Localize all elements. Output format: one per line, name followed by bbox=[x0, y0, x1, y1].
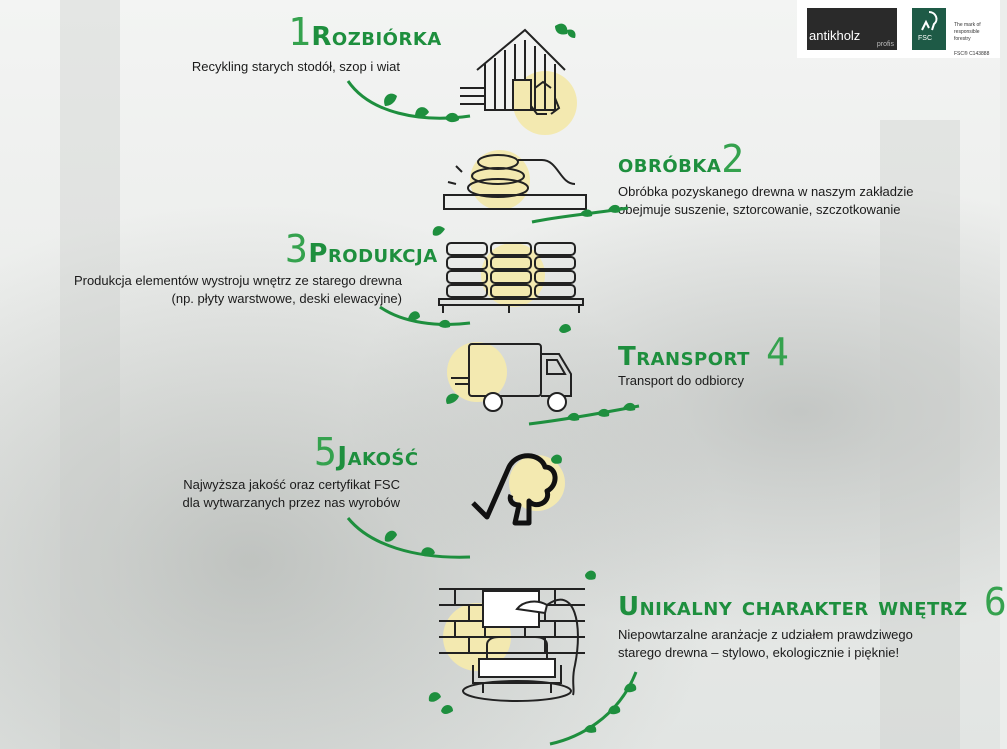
step-2-title-text: obróbka bbox=[618, 149, 722, 179]
step-1-description: Recykling starych stodół, szop i wiat bbox=[192, 58, 400, 76]
step-4-description: Transport do odbiorcy bbox=[618, 372, 744, 390]
antikholz-logo-text: antikholz bbox=[809, 28, 861, 43]
step-3-title-text: Produkcja bbox=[308, 239, 438, 269]
vine-decoration bbox=[379, 305, 471, 328]
interior-sofa-icon bbox=[428, 570, 596, 714]
step-5-number: 5 bbox=[314, 430, 338, 474]
step-1-title-text: Rozbiórka bbox=[311, 22, 442, 52]
step-5-description: Najwyższa jakość oraz certyfikat FSC dla… bbox=[183, 476, 400, 512]
step-2-number: 2 bbox=[721, 137, 745, 181]
fsc-logo: FSC bbox=[912, 8, 946, 50]
step-5-line-2: dla wytwarzanych przez nas wyrobów bbox=[182, 495, 400, 510]
step-1-line-1: Recykling starych stodół, szop i wiat bbox=[191, 59, 400, 74]
vine-decoration bbox=[531, 204, 629, 224]
step-2-description: Obróbka pozyskanego drewna w naszym zakł… bbox=[618, 183, 914, 219]
antikholz-logo-sub: profis bbox=[876, 41, 894, 48]
step-3-line-1: Produkcja elementów wystroju wnętrz ze s… bbox=[73, 273, 402, 288]
logo-panel: antikholz profis FSC The mark of respons… bbox=[797, 0, 1000, 58]
step-3-line-2: (np. płyty warstwowe, deski elewacyjne) bbox=[171, 291, 402, 306]
fsc-tree-icon bbox=[471, 453, 565, 526]
step-5-title-text: Jakość bbox=[337, 442, 419, 472]
pallet-planks-icon bbox=[432, 226, 584, 313]
antikholz-logo: antikholz profis bbox=[807, 8, 897, 50]
step-4-title-text: Transport bbox=[618, 342, 750, 372]
step-3-title: 3Produkcja bbox=[285, 227, 438, 271]
step-2-line-2: obejmuje suszenie, sztorcowanie, szczotk… bbox=[618, 202, 901, 217]
fsc-code: FSC® C143888 bbox=[954, 51, 990, 57]
step-1-number: 1 bbox=[288, 10, 312, 54]
step-4-number: 4 bbox=[766, 330, 790, 374]
sander-icon bbox=[443, 150, 587, 210]
step-5-title: 5Jakość bbox=[314, 430, 419, 474]
step-2-line-1: Obróbka pozyskanego drewna w naszym zakł… bbox=[618, 184, 914, 199]
step-2-title: obróbka2 bbox=[618, 137, 745, 181]
vine-decoration bbox=[528, 402, 640, 426]
fsc-tree-logo-icon bbox=[921, 11, 938, 31]
step-4-title: Transport 4 bbox=[618, 330, 789, 374]
step-6-line-1: Niepowtarzalne aranżacje z udziałem praw… bbox=[618, 627, 913, 642]
step-1-title: 1Rozbiórka bbox=[288, 10, 442, 54]
vine-decoration bbox=[346, 517, 471, 559]
background-beam bbox=[880, 120, 960, 749]
step-6-line-2: starego drewna – stylowo, ekologicznie i… bbox=[618, 645, 900, 660]
step-3-number: 3 bbox=[285, 227, 309, 271]
step-3-description: Produkcja elementów wystroju wnętrz ze s… bbox=[74, 272, 402, 308]
step-5-line-1: Najwyższa jakość oraz certyfikat FSC bbox=[183, 477, 400, 492]
step-4-line-1: Transport do odbiorcy bbox=[618, 373, 744, 388]
fsc-logo-text: FSC bbox=[918, 35, 932, 42]
step-6-description: Niepowtarzalne aranżacje z udziałem praw… bbox=[618, 626, 913, 662]
truck-icon bbox=[446, 324, 572, 412]
background-beam bbox=[60, 0, 120, 749]
barn-recycle-icon bbox=[460, 23, 577, 135]
step-6-title: Unikalny charakter wnętrz 6 bbox=[618, 580, 1007, 624]
step-6-title-text: Unikalny charakter wnętrz bbox=[618, 592, 968, 622]
vine-decoration bbox=[346, 80, 471, 123]
vine-decoration bbox=[549, 671, 638, 746]
step-6-number: 6 bbox=[983, 580, 1007, 624]
fsc-tagline: The mark of responsible forestry bbox=[954, 22, 981, 42]
fsc-note: The mark of responsible forestry FSC® C1… bbox=[954, 22, 992, 58]
